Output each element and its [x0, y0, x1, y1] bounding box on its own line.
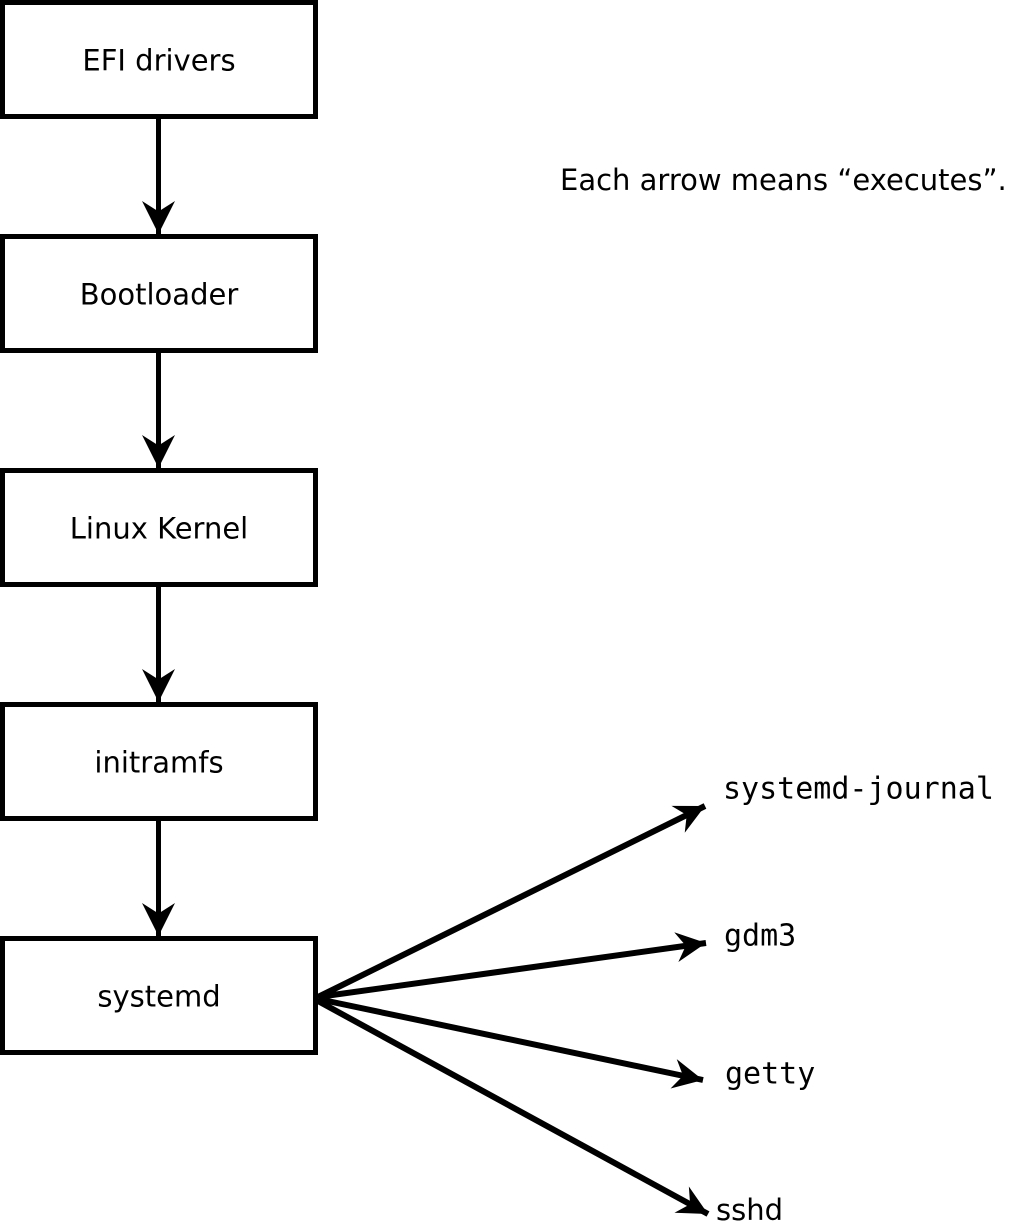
node-efi-drivers: EFI drivers: [0, 0, 318, 119]
node-initramfs-box: [0, 702, 318, 821]
node-systemd-label: systemd: [97, 980, 220, 1014]
node-bootloader-box: [0, 234, 318, 353]
target-sshd-label: sshd: [716, 1193, 783, 1227]
node-systemd-box: [0, 936, 318, 1055]
target-systemd-journal-label: systemd-journal: [723, 772, 994, 807]
node-efi-drivers-box: [0, 0, 318, 119]
edge-systemd-to-getty: [317, 996, 704, 1089]
node-linux-kernel: Linux Kernel: [0, 468, 318, 587]
node-systemd: systemd: [0, 936, 318, 1055]
node-bootloader: Bootloader: [0, 234, 318, 353]
edge-systemd-to-sshd: [316, 998, 710, 1217]
node-efi-drivers-label: EFI drivers: [82, 44, 235, 78]
node-initramfs: initramfs: [0, 702, 318, 821]
node-linux-kernel-label: Linux Kernel: [70, 512, 248, 546]
target-getty-label: getty: [725, 1057, 815, 1092]
target-gdm3-label: gdm3: [724, 919, 796, 954]
arrow-meaning-note: Each arrow means “executes”.: [560, 163, 1007, 197]
edge-systemd-to-gdm3: [317, 932, 707, 1000]
node-linux-kernel-box: [0, 468, 318, 587]
edge-systemd-to-systemd-journal: [316, 803, 707, 1000]
node-bootloader-label: Bootloader: [80, 278, 239, 312]
node-initramfs-label: initramfs: [94, 746, 223, 780]
